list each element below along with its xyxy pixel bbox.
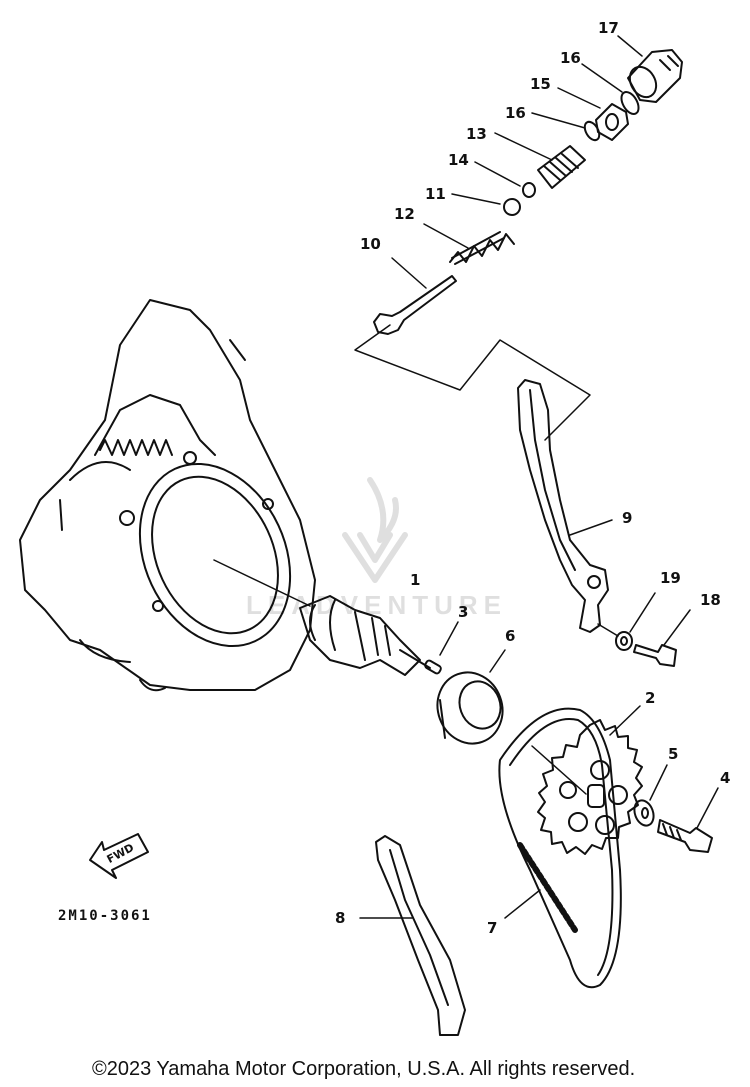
tensioner-spring (423, 223, 515, 265)
cylinder-head (19, 299, 316, 692)
part-number: 6 (505, 627, 516, 645)
part-number: 13 (466, 125, 487, 143)
o-ring-upper (581, 63, 640, 115)
connection-lines (354, 324, 591, 441)
tensioner-guide (517, 379, 613, 633)
part-number: 1 (410, 571, 421, 589)
tensioner-cap (617, 35, 683, 103)
drawing-code: 2M10-3061 (58, 908, 152, 924)
part-number: 4 (720, 769, 731, 787)
guide-bolt (633, 609, 691, 667)
part-number: 11 (425, 185, 446, 203)
camshaft (299, 595, 431, 676)
spring-seat (451, 193, 521, 216)
watermark-logo (342, 477, 408, 583)
fwd-arrow-icon (89, 833, 149, 879)
part-number: 16 (505, 104, 526, 122)
part-number: 16 (560, 49, 581, 67)
part-number: 18 (700, 591, 721, 609)
part-number: 17 (598, 19, 619, 37)
tensioner-gasket (557, 87, 629, 141)
part-number: 15 (530, 75, 551, 93)
part-number: 7 (487, 919, 498, 937)
guide-collar (597, 592, 656, 651)
dowel-pin (424, 621, 459, 675)
tensioner-rod (373, 257, 457, 335)
cam-collar (436, 649, 506, 745)
o-ring-lower (531, 112, 601, 142)
part-number: 12 (394, 205, 415, 223)
part-number: 3 (458, 603, 469, 621)
part-number: 14 (448, 151, 469, 169)
part-number: 10 (360, 235, 381, 253)
part-number: 2 (645, 689, 656, 707)
cam-chain (498, 707, 622, 989)
cam-sprocket (531, 705, 643, 855)
part-number: 9 (622, 509, 633, 527)
chain-guide (359, 835, 466, 1036)
part-number: 8 (335, 909, 346, 927)
sprocket-bolt (657, 787, 719, 853)
tensioner-plunger (494, 132, 586, 189)
check-ball (474, 161, 536, 198)
part-number: 5 (668, 745, 679, 763)
washer (633, 764, 668, 827)
copyright-notice: ©2023 Yamaha Motor Corporation, U.S.A. A… (92, 1058, 636, 1080)
watermark-text: LEADVENTURE (246, 590, 508, 620)
part-number: 19 (660, 569, 681, 587)
